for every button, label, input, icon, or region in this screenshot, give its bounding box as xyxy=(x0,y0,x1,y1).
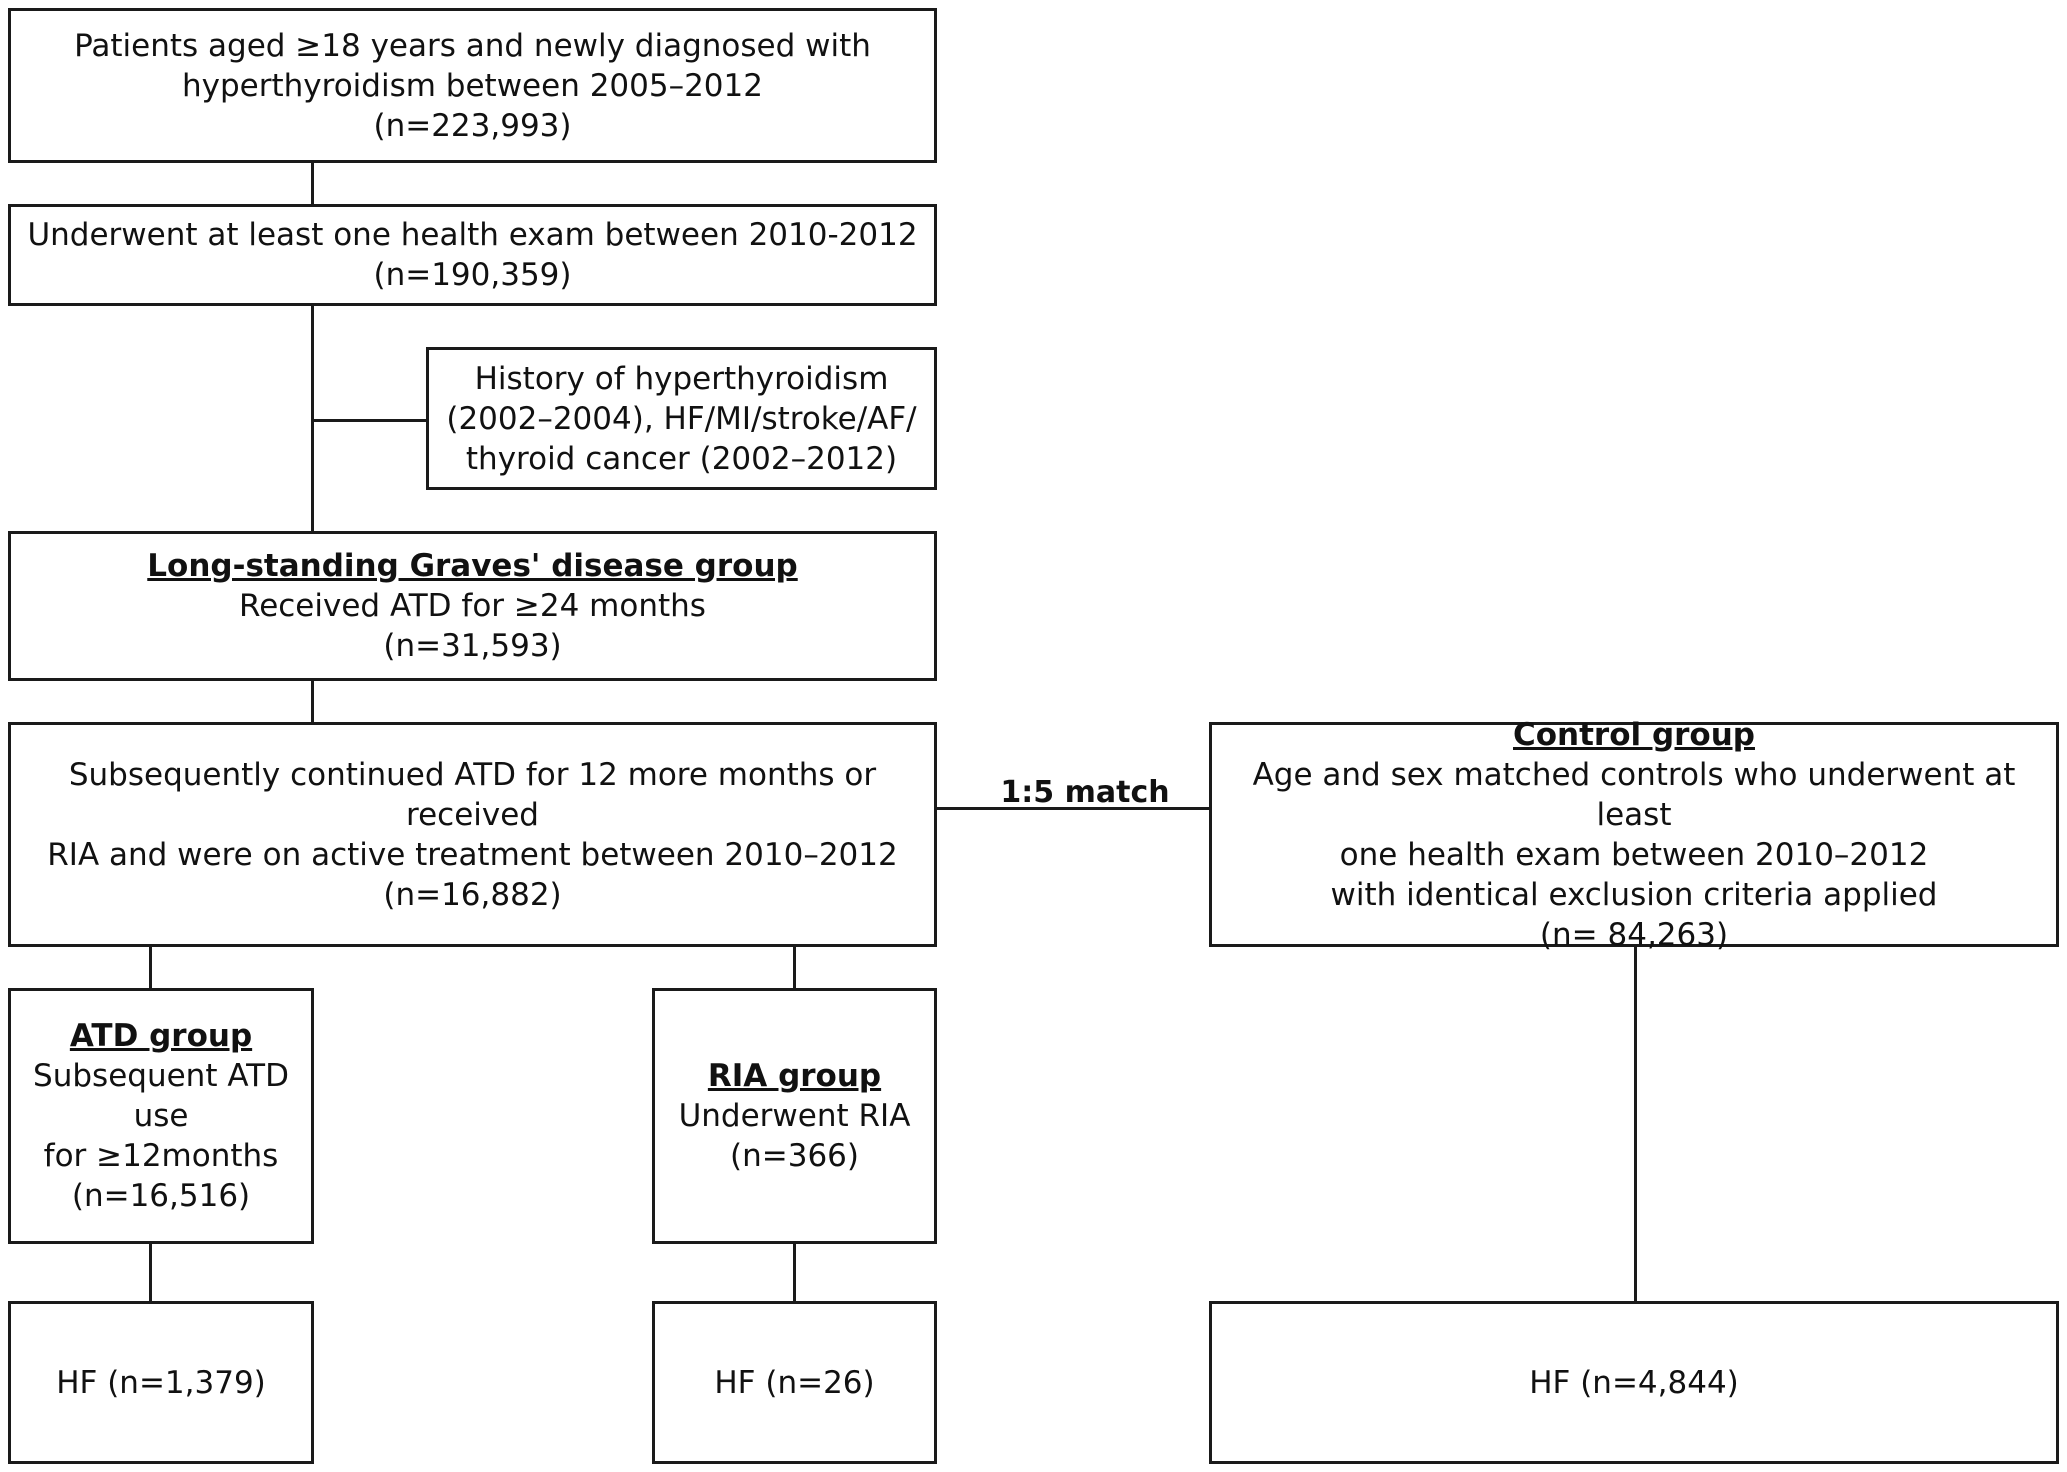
box-line: RIA and were on active treatment between… xyxy=(47,836,898,873)
box-hf-ria: HF (n=26) xyxy=(652,1301,937,1464)
box-line: thyroid cancer (2002–2012) xyxy=(465,440,898,477)
box-line: (n=366) xyxy=(730,1138,859,1174)
box-hf-control: HF (n=4,844) xyxy=(1209,1301,2059,1464)
connector-exclusion xyxy=(311,419,428,422)
box-title: RIA group xyxy=(707,1058,882,1094)
box-line: hyperthyroidism between 2005–2012 xyxy=(182,67,763,104)
box-title: ATD group xyxy=(69,1018,253,1054)
box-line: (2002–2004), HF/MI/stroke/AF/ xyxy=(446,400,917,437)
box-line: Age and sex matched controls who underwe… xyxy=(1252,756,2016,833)
box-line: (n= 84,263) xyxy=(1539,916,1729,953)
box-hf-atd: HF (n=1,379) xyxy=(8,1301,314,1464)
box-ria-group: RIA group Underwent RIA (n=366) xyxy=(652,988,937,1244)
connector-continued-atd xyxy=(149,945,152,990)
box-line: (n=16,516) xyxy=(71,1178,251,1214)
connector-exam-graves xyxy=(311,304,314,533)
box-exclusion-criteria: History of hyperthyroidism (2002–2004), … xyxy=(426,347,937,490)
box-line: (n=223,993) xyxy=(373,107,572,144)
box-line: with identical exclusion criteria applie… xyxy=(1330,876,1938,913)
box-line: one health exam between 2010–2012 xyxy=(1339,836,1929,873)
connector-continued-ria xyxy=(793,945,796,990)
connector-control-hf xyxy=(1634,945,1637,1303)
box-line: Received ATD for ≥24 months xyxy=(239,588,706,624)
box-line: (n=31,593) xyxy=(383,628,562,664)
connector-atd-hf xyxy=(149,1242,152,1303)
box-line: HF (n=1,379) xyxy=(56,1364,266,1401)
box-health-exam: Underwent at least one health exam betwe… xyxy=(8,204,937,306)
box-continued-treatment: Subsequently continued ATD for 12 more m… xyxy=(8,722,937,947)
box-line: (n=190,359) xyxy=(373,257,572,293)
box-line: Patients aged ≥18 years and newly diagno… xyxy=(74,27,871,64)
connector-match xyxy=(936,807,1211,810)
connector-ria-hf xyxy=(793,1242,796,1303)
box-title: Control group xyxy=(1513,716,1755,753)
box-line: Underwent RIA xyxy=(678,1098,911,1134)
box-line: for ≥12months xyxy=(43,1138,279,1174)
box-title: Long-standing Graves' disease group xyxy=(147,548,798,584)
box-control-group: Control group Age and sex matched contro… xyxy=(1209,717,2059,953)
connector-initial-exam xyxy=(311,161,314,206)
connector-graves-continued xyxy=(311,679,314,724)
box-graves-group: Long-standing Graves' disease group Rece… xyxy=(8,531,937,681)
box-line: Underwent at least one health exam betwe… xyxy=(27,217,918,253)
match-label: 1:5 match xyxy=(1000,775,1170,810)
box-line: HF (n=4,844) xyxy=(1529,1364,1739,1401)
box-line: Subsequent ATD use xyxy=(33,1058,289,1134)
box-initial-cohort: Patients aged ≥18 years and newly diagno… xyxy=(8,8,937,163)
box-line: Subsequently continued ATD for 12 more m… xyxy=(68,756,877,833)
box-line: HF (n=26) xyxy=(714,1364,875,1401)
box-line: (n=16,882) xyxy=(383,876,562,913)
box-line: History of hyperthyroidism xyxy=(474,360,889,397)
box-atd-group: ATD group Subsequent ATD use for ≥12mont… xyxy=(8,988,314,1244)
